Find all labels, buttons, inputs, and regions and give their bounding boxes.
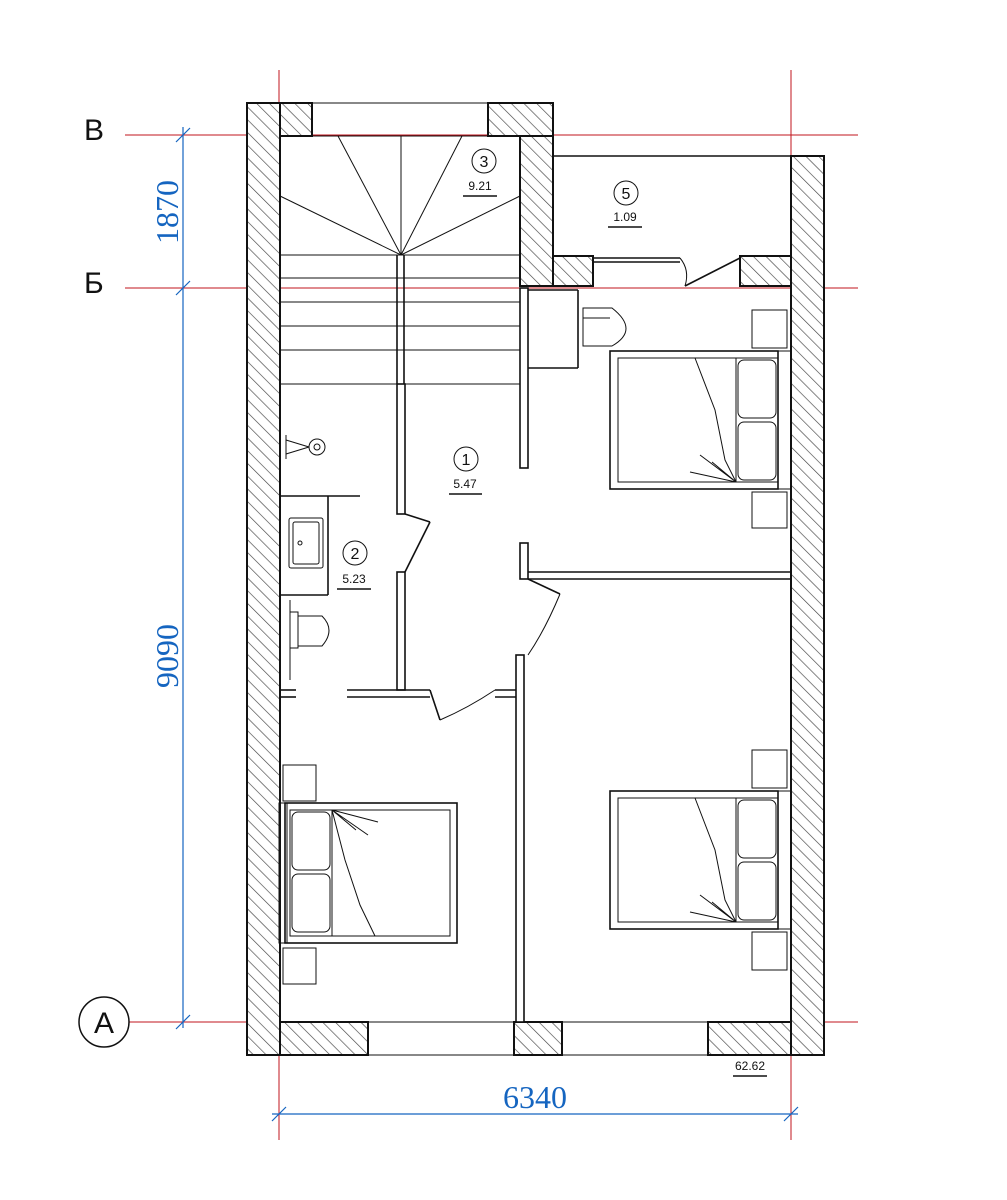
- axis-labels: В Б А: [78, 114, 130, 1048]
- dimension-upper: 1870: [149, 180, 185, 244]
- dimension-width: 6340: [503, 1079, 567, 1115]
- doors: [404, 257, 741, 721]
- room-tag-2: 2 5.23: [337, 540, 371, 590]
- room-tag-5: 5 1.09: [608, 180, 642, 228]
- total-area-tag: 62.62: [733, 1059, 767, 1077]
- room-area-1: 5.47: [453, 477, 477, 491]
- axis-label-v: В: [84, 114, 104, 147]
- room-number-2: 2: [351, 546, 360, 563]
- interior-walls: [280, 287, 791, 1023]
- axis-label-a: А: [94, 1007, 114, 1040]
- total-area: 62.62: [735, 1059, 765, 1073]
- bathroom-fixtures: [280, 435, 360, 680]
- staircase: [279, 135, 521, 385]
- room-tag-3: 3 9.21: [463, 148, 497, 197]
- bed-bottom-left: [278, 764, 458, 985]
- room-number-1: 1: [462, 452, 471, 469]
- room-area-3: 9.21: [468, 179, 492, 193]
- room-number-3: 3: [480, 154, 489, 171]
- room-number-5: 5: [622, 186, 631, 203]
- bed-top-right: [609, 309, 792, 529]
- exterior-walls: [246, 102, 825, 1056]
- grid-lines: [125, 70, 858, 1140]
- toilet: [582, 307, 627, 347]
- dimension-main: 9090: [149, 624, 185, 688]
- bed-bottom-right: [609, 749, 792, 971]
- room-area-2: 5.23: [342, 572, 366, 586]
- dimension-lines: 1870 9090 6340: [149, 127, 799, 1122]
- axis-label-b: Б: [84, 267, 104, 300]
- axis-marker-a: [78, 996, 130, 1048]
- room-tag-1: 1 5.47: [449, 446, 482, 495]
- room-area-5: 1.09: [613, 210, 637, 224]
